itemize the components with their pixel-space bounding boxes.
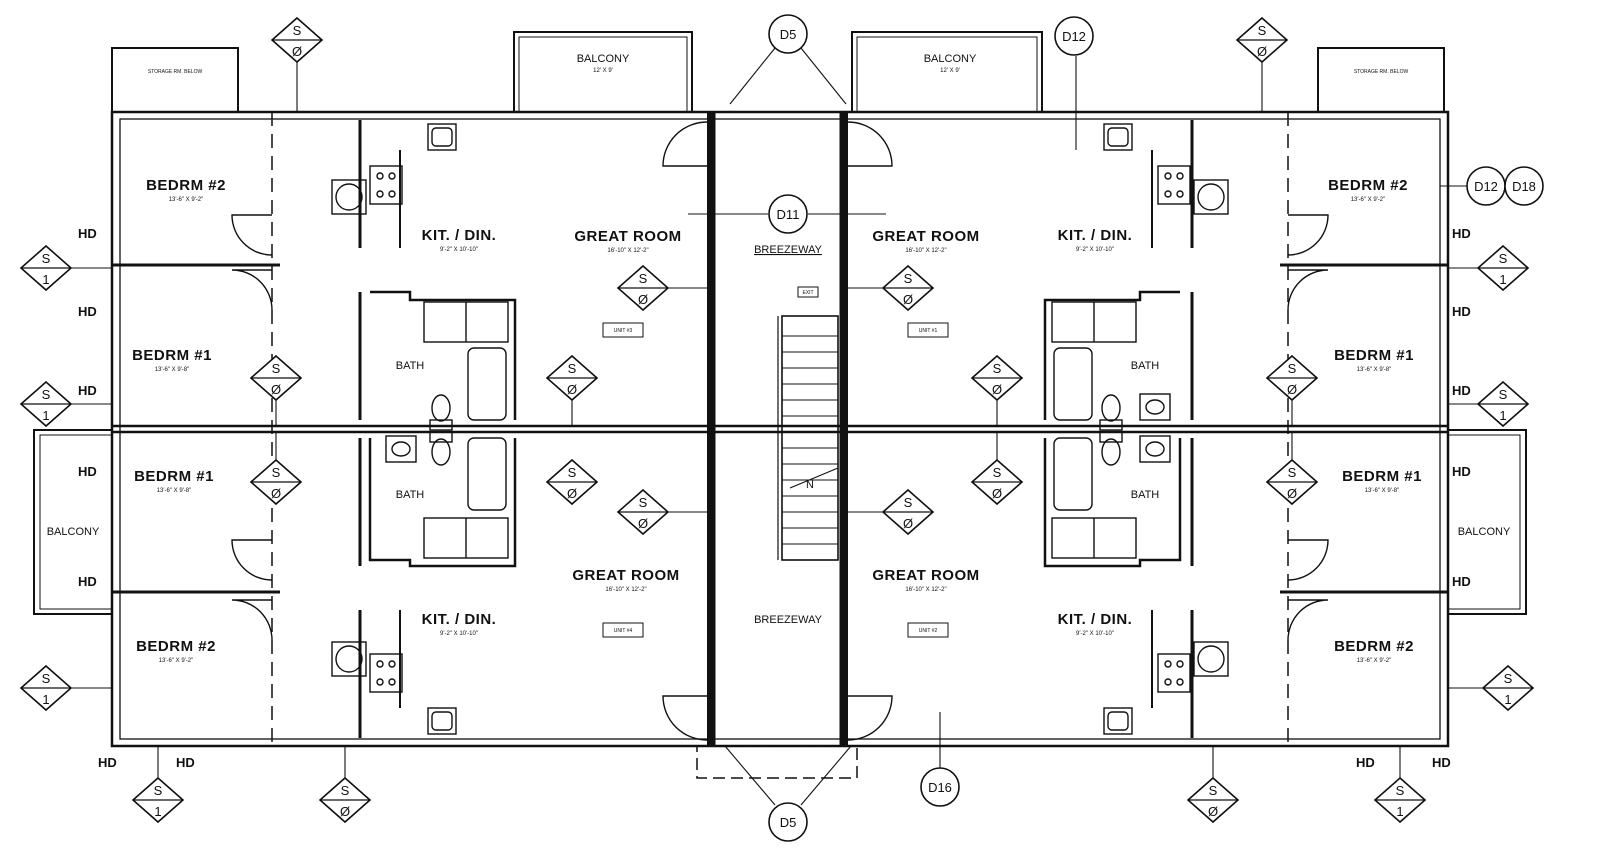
svg-text:HD: HD <box>78 574 97 589</box>
bedroom-2-label: BEDRM #2 <box>136 638 216 655</box>
stair: N EXIT <box>777 286 839 561</box>
svg-text:13'-6" X 9'-2": 13'-6" X 9'-2" <box>169 197 204 203</box>
svg-text:13'-6" X 9'-8": 13'-6" X 9'-8" <box>1357 367 1392 373</box>
svg-text:HD: HD <box>1356 755 1375 770</box>
svg-text:UNIT #3: UNIT #3 <box>614 328 633 334</box>
svg-text:UNIT #1: UNIT #1 <box>919 328 938 334</box>
svg-text:D5: D5 <box>780 815 797 830</box>
svg-text:HD: HD <box>78 304 97 319</box>
svg-text:BALCONY: BALCONY <box>577 53 630 65</box>
svg-text:13'-6" X 9'-2": 13'-6" X 9'-2" <box>159 658 194 664</box>
svg-text:STORAGE RM. BELOW: STORAGE RM. BELOW <box>148 69 203 75</box>
bath-label: BATH <box>1131 489 1160 501</box>
svg-text:HD: HD <box>1452 464 1471 479</box>
svg-text:UNIT #2: UNIT #2 <box>919 628 938 634</box>
bedroom-1-label: BEDRM #1 <box>134 468 214 485</box>
svg-text:HD: HD <box>78 383 97 398</box>
detail-tags: D5 D12 D11 D12 D18 D16 D5 <box>768 14 1544 842</box>
storage-right: STORAGE RM. BELOW <box>1317 47 1445 113</box>
balcony-top-right: BALCONY 12' X 9' <box>851 31 1043 113</box>
svg-text:D18: D18 <box>1512 179 1536 194</box>
bath-label: BATH <box>396 360 425 372</box>
svg-text:STORAGE RM. BELOW: STORAGE RM. BELOW <box>1354 69 1409 75</box>
svg-text:D16: D16 <box>928 780 952 795</box>
svg-text:HD: HD <box>1452 304 1471 319</box>
kitchen-label: KIT. / DIN. <box>1058 227 1133 244</box>
svg-text:HD: HD <box>98 755 117 770</box>
svg-text:HD: HD <box>1432 755 1451 770</box>
bedroom-1-label: BEDRM #1 <box>132 347 212 364</box>
svg-text:HD: HD <box>1452 574 1471 589</box>
entry-stoop <box>696 745 858 779</box>
svg-text:9'-2" X 10'-10": 9'-2" X 10'-10" <box>440 631 478 637</box>
great-room-label: GREAT ROOM <box>872 228 979 245</box>
svg-text:13'-6" X 9'-2": 13'-6" X 9'-2" <box>1351 197 1386 203</box>
kitchen-label: KIT. / DIN. <box>422 227 497 244</box>
svg-text:16'-10" X 12'-2": 16'-10" X 12'-2" <box>905 587 946 593</box>
svg-text:D5: D5 <box>780 27 797 42</box>
svg-text:UNIT #4: UNIT #4 <box>614 628 633 634</box>
unit-labels: UNIT #3 UNIT #1 UNIT #4 UNIT #2 <box>602 322 949 638</box>
svg-text:12' X 9': 12' X 9' <box>593 68 613 74</box>
svg-text:13'-6" X 9'-8": 13'-6" X 9'-8" <box>157 488 192 494</box>
svg-text:HD: HD <box>1452 383 1471 398</box>
svg-text:16'-10" X 12'-2": 16'-10" X 12'-2" <box>905 248 946 254</box>
great-room-label: GREAT ROOM <box>572 567 679 584</box>
svg-text:9'-2" X 10'-10": 9'-2" X 10'-10" <box>1076 247 1114 253</box>
svg-text:BALCONY: BALCONY <box>47 526 100 538</box>
svg-text:13'-6" X 9'-2": 13'-6" X 9'-2" <box>1357 658 1392 664</box>
svg-text:12' X 9': 12' X 9' <box>940 68 960 74</box>
svg-text:BALCONY: BALCONY <box>1458 526 1511 538</box>
svg-text:13'-6" X 9'-8": 13'-6" X 9'-8" <box>155 367 190 373</box>
room-labels: BEDRM #2 13'-6" X 9'-2" BEDRM #1 13'-6" … <box>132 177 1422 664</box>
kitchen-label: KIT. / DIN. <box>1058 611 1133 628</box>
bedroom-1-label: BEDRM #1 <box>1334 347 1414 364</box>
svg-text:9'-2" X 10'-10": 9'-2" X 10'-10" <box>440 247 478 253</box>
svg-text:16'-10" X 12'-2": 16'-10" X 12'-2" <box>605 587 646 593</box>
svg-text:D12: D12 <box>1474 179 1498 194</box>
section-markers <box>20 17 1534 823</box>
balcony-top-left: BALCONY 12' X 9' <box>513 31 693 113</box>
great-room-label: GREAT ROOM <box>872 567 979 584</box>
hd-labels: HD HD HD HD HD HD HD HD HD HD HD HD HD H… <box>78 226 1471 770</box>
bedroom-1-label: BEDRM #1 <box>1342 468 1422 485</box>
bath-label: BATH <box>396 489 425 501</box>
svg-text:D11: D11 <box>777 207 800 222</box>
balcony-left: BALCONY <box>33 429 113 615</box>
great-room-label: GREAT ROOM <box>574 228 681 245</box>
balcony-right: BALCONY <box>1447 429 1527 615</box>
bedroom-2-label: BEDRM #2 <box>1334 638 1414 655</box>
storage-left: STORAGE RM. BELOW <box>111 47 239 113</box>
bedroom-2-label: BEDRM #2 <box>1328 177 1408 194</box>
svg-text:HD: HD <box>78 226 97 241</box>
svg-text:N: N <box>806 479 814 491</box>
svg-text:HD: HD <box>1452 226 1471 241</box>
breezeway-label: BREEZEWAY <box>754 614 823 626</box>
bath-label: BATH <box>1131 360 1160 372</box>
svg-text:13'-6" X 9'-8": 13'-6" X 9'-8" <box>1365 488 1400 494</box>
svg-text:HD: HD <box>176 755 195 770</box>
svg-text:D12: D12 <box>1062 29 1086 44</box>
leader-lines <box>70 47 1486 806</box>
svg-text:HD: HD <box>78 464 97 479</box>
bedroom-2-label: BEDRM #2 <box>146 177 226 194</box>
fixtures <box>331 123 1229 735</box>
breezeway-label: BREEZEWAY <box>754 244 823 256</box>
kitchen-label: KIT. / DIN. <box>422 611 497 628</box>
svg-text:9'-2" X 10'-10": 9'-2" X 10'-10" <box>1076 631 1114 637</box>
door-swings <box>231 121 1329 741</box>
svg-text:BALCONY: BALCONY <box>924 53 977 65</box>
svg-text:EXIT: EXIT <box>802 290 813 296</box>
svg-text:16'-10" X 12'-2": 16'-10" X 12'-2" <box>607 248 648 254</box>
